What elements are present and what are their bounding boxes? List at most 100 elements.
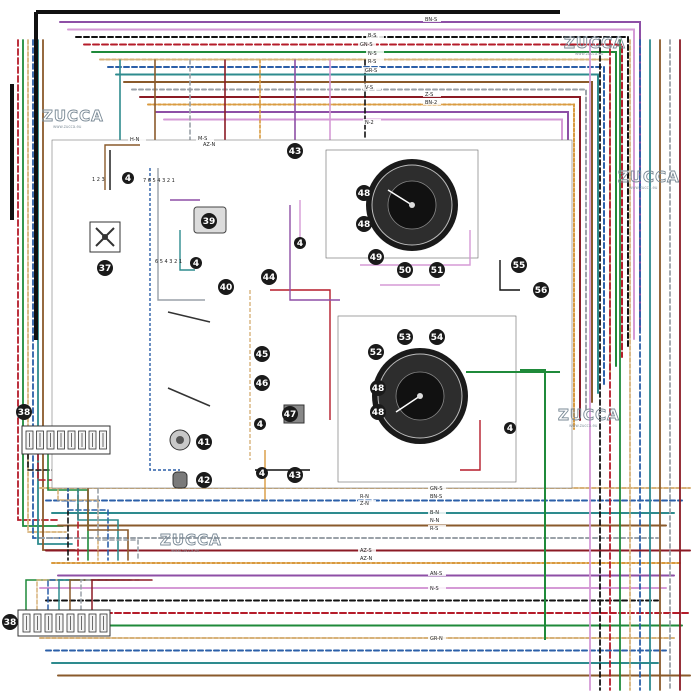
- badge-circle: [282, 406, 298, 422]
- badge-circle: [196, 434, 212, 450]
- badge-circle: [287, 467, 303, 483]
- wire-label: N-S: [430, 586, 439, 592]
- panel-wiring: [104, 144, 560, 640]
- badge-number: 52: [370, 348, 383, 358]
- junction-number: 4: [193, 259, 199, 269]
- badge-number: 54: [431, 333, 444, 343]
- component-badge-48: 48: [356, 216, 372, 232]
- watermark-sub-4: www.zucca.eu: [569, 423, 598, 428]
- wire-label: R-N: [360, 494, 369, 500]
- watermark-sub-3: www.zucca.eu: [629, 185, 658, 190]
- component-badge-48: 48: [356, 185, 372, 201]
- junction-number: 4: [297, 239, 303, 249]
- relay-pin-labels: 7 6 5 4 3 2 1: [143, 178, 175, 184]
- watermark-4: ZUCCA: [558, 406, 620, 424]
- badge-number: 55: [513, 261, 526, 271]
- watermark-1: ZUCCA: [564, 34, 626, 52]
- badge-number: 39: [203, 217, 216, 227]
- wire-label: AZ-N: [203, 142, 216, 148]
- wire-label: Z-S: [425, 92, 433, 98]
- wire-label: GN-S: [430, 486, 443, 492]
- badge-circle: [97, 260, 113, 276]
- badge-number: 48: [372, 408, 385, 418]
- badge-circle: [2, 614, 18, 630]
- component-badge-38: 38: [16, 404, 32, 420]
- frame-lines: [10, 10, 560, 340]
- watermark-5: ZUCCA: [160, 531, 222, 549]
- wire-label: B-N: [430, 510, 439, 516]
- badge-circle: [254, 346, 270, 362]
- fuse-box-lower: [17, 609, 111, 637]
- badge-circle: [429, 329, 445, 345]
- badge-number: 48: [358, 189, 371, 199]
- badge-circle: [261, 269, 277, 285]
- horn-symbol: [169, 429, 191, 451]
- badge-number: 42: [198, 476, 211, 486]
- badge-number: 49: [370, 253, 383, 263]
- buzzer-symbol: [172, 471, 188, 489]
- wire-label: GR-N: [430, 636, 443, 642]
- watermark-sub-2: www.zucca.eu: [53, 124, 82, 129]
- watermark-sub-1: www.zucca.eu: [575, 51, 604, 56]
- component-badge-52: 52: [368, 344, 384, 360]
- badge-circle: [218, 279, 234, 295]
- wire-label: AZ-S: [360, 548, 372, 554]
- badge-number: 43: [289, 147, 302, 157]
- wire-label: GR-S: [365, 68, 377, 74]
- junction-marker: 4: [122, 172, 134, 184]
- badge-circle: [356, 185, 372, 201]
- badge-circle: [533, 282, 549, 298]
- badge-circle: [370, 404, 386, 420]
- fuse-box-upper: [21, 425, 111, 455]
- junction-number: 4: [257, 420, 263, 430]
- component-badge-45: 45: [254, 346, 270, 362]
- badge-circle: [201, 213, 217, 229]
- badge-circle: [196, 472, 212, 488]
- badge-circle: [368, 249, 384, 265]
- badge-circle: [397, 262, 413, 278]
- wire-label: BN-S: [430, 494, 442, 500]
- wire-label: Z-N: [360, 501, 369, 507]
- junction-marker: 4: [504, 422, 516, 434]
- badge-circle: [511, 257, 527, 273]
- upper-gauge-cluster: [366, 159, 458, 251]
- tachometer-needle: [387, 189, 413, 206]
- badge-number: 51: [431, 266, 444, 276]
- component-badge-37: 37: [97, 260, 113, 276]
- junction-marker: 4: [256, 467, 268, 479]
- wire-label: GN-S: [360, 42, 373, 48]
- component-badge-43: 43: [287, 467, 303, 483]
- component-badge-40: 40: [218, 279, 234, 295]
- component-badge-51: 51: [429, 262, 445, 278]
- wire-label: M-S: [198, 136, 207, 142]
- watermark-sub-5: www.zucca.eu: [171, 548, 200, 553]
- wire-label: AN-S: [430, 571, 442, 577]
- badge-number: 38: [18, 408, 31, 418]
- junction-number: 4: [259, 469, 265, 479]
- badge-number: 43: [289, 471, 302, 481]
- junction-marker: 4: [190, 257, 202, 269]
- component-badge-39: 39: [201, 213, 217, 229]
- wire-label: R-S: [430, 526, 438, 532]
- junction-marker: 4: [254, 418, 266, 430]
- badge-circle: [370, 380, 386, 396]
- badge-number: 48: [372, 384, 385, 394]
- junction-number: 4: [125, 174, 131, 184]
- badge-number: 56: [535, 286, 548, 296]
- junction-marker: 4: [294, 237, 306, 249]
- component-badge-41: 41: [196, 434, 212, 450]
- component-badge-55: 55: [511, 257, 527, 273]
- badge-number: 40: [220, 283, 233, 293]
- wire-label: N-N: [430, 518, 440, 524]
- badge-circle: [429, 262, 445, 278]
- fan-symbol: 1 2 3: [89, 177, 121, 253]
- badge-circle: [254, 375, 270, 391]
- component-badge-42: 42: [196, 472, 212, 488]
- speedometer-needle: [395, 395, 421, 413]
- wire-label: N-S: [368, 51, 377, 57]
- wire-label: V-S: [365, 85, 373, 91]
- badge-number: 44: [263, 273, 276, 283]
- watermark-3: ZUCCA: [618, 168, 680, 186]
